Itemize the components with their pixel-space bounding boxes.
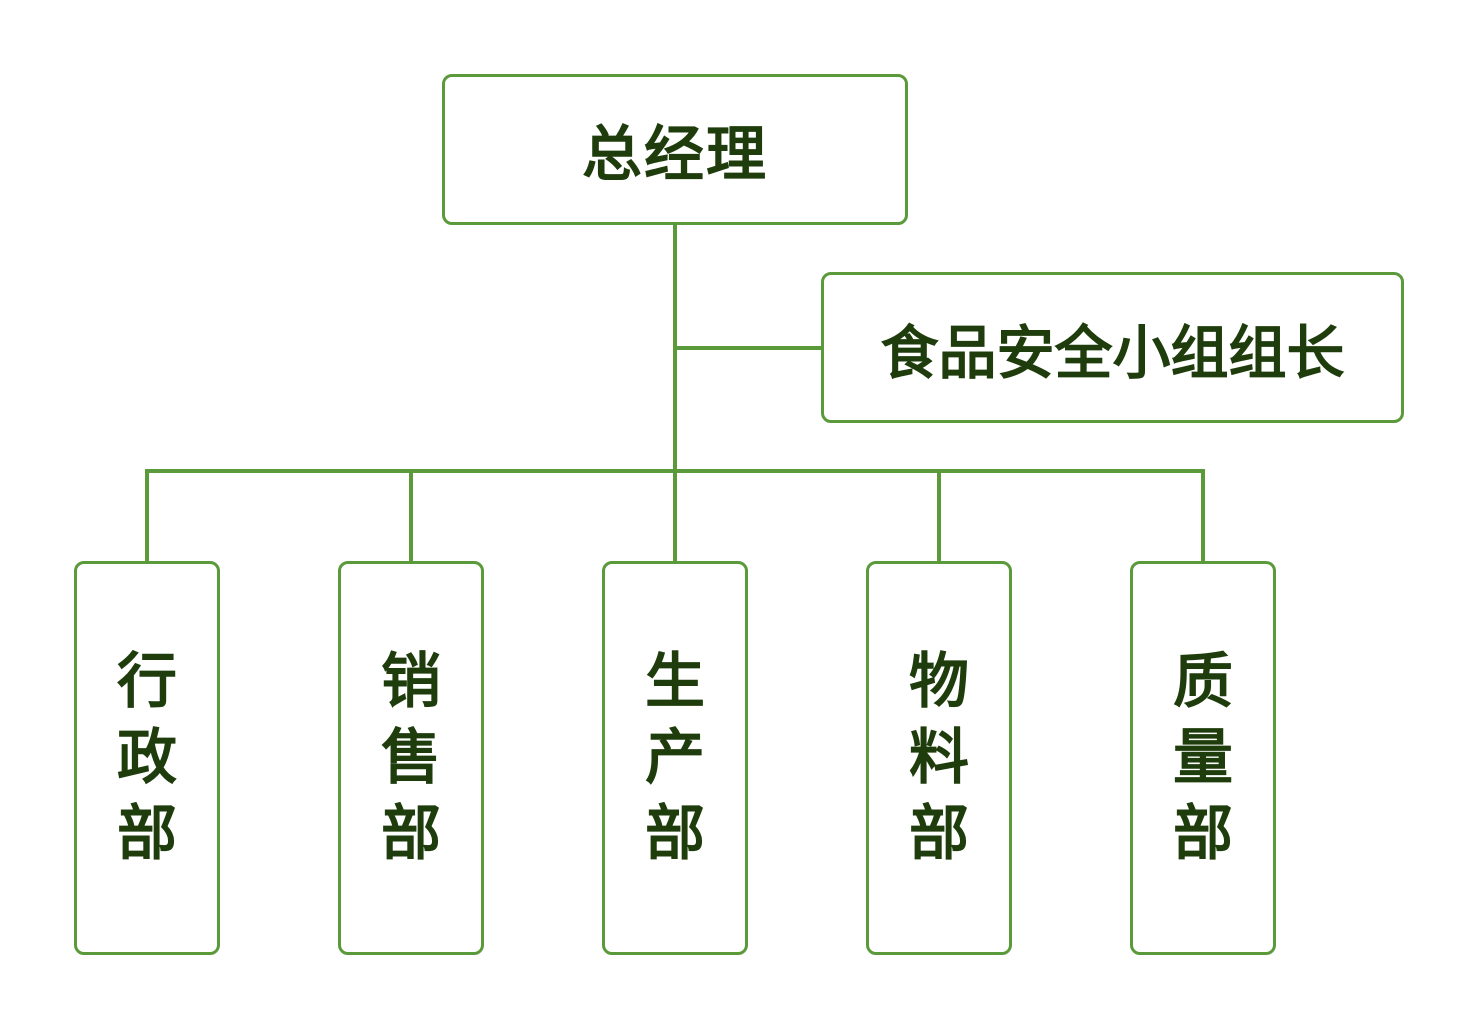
department-label: 质量部 xyxy=(1173,647,1233,869)
department-box-production: 生产部 xyxy=(602,561,748,955)
department-box-quality: 质量部 xyxy=(1130,561,1276,955)
general-manager-label: 总经理 xyxy=(582,120,768,190)
department-label: 销售部 xyxy=(381,647,441,869)
department-box-sales: 销售部 xyxy=(338,561,484,955)
department-label: 物料部 xyxy=(909,647,969,869)
department-box-materials: 物料部 xyxy=(866,561,1012,955)
department-label: 生产部 xyxy=(645,647,705,869)
department-box-admin: 行政部 xyxy=(74,561,220,955)
department-label: 行政部 xyxy=(117,647,177,869)
general-manager-box: 总经理 xyxy=(442,74,908,225)
food-safety-team-leader-label: 食品安全小组组长 xyxy=(880,318,1345,387)
food-safety-team-leader-box: 食品安全小组组长 xyxy=(821,272,1404,423)
